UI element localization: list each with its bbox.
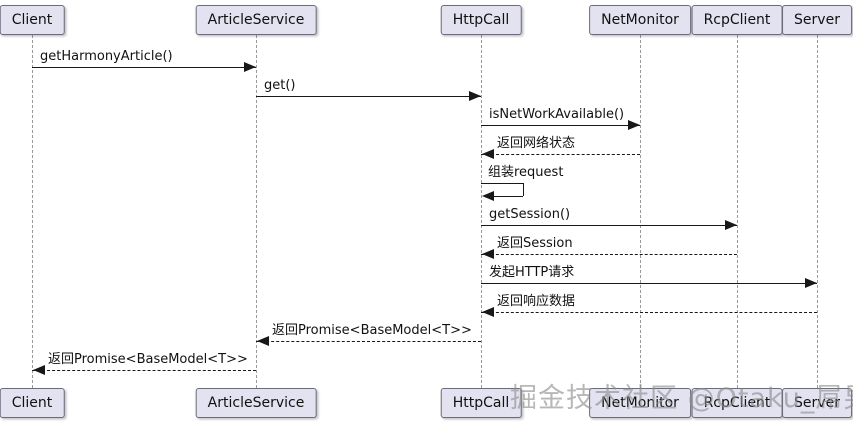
participant-top-server: Server: [782, 5, 852, 35]
message-line-0: [32, 67, 256, 68]
lifeline-client: [32, 35, 33, 388]
participant-bottom-httpcall: HttpCall: [440, 388, 522, 418]
message-line-5: [481, 225, 737, 226]
participant-top-httpcall: HttpCall: [440, 5, 522, 35]
participant-top-rcpclient: RcpClient: [691, 5, 783, 35]
message-arrowhead-9: [257, 336, 269, 346]
message-arrowhead-7: [805, 278, 817, 288]
message-label-7: 发起HTTP请求: [489, 265, 575, 280]
message-label-6: 返回Session: [497, 236, 573, 251]
message-label-2: isNetWorkAvailable(): [489, 107, 625, 122]
participant-top-netmonitor: NetMonitor: [589, 5, 691, 35]
lifeline-netmonitor: [640, 35, 641, 388]
message-arrowhead-0: [244, 62, 256, 72]
message-arrowhead-3: [482, 149, 494, 159]
message-arrowhead-5: [725, 220, 737, 230]
message-label-3: 返回网络状态: [497, 136, 576, 151]
self-message-side-4: [523, 183, 524, 196]
participant-top-client: Client: [0, 5, 65, 35]
message-line-7: [481, 283, 817, 284]
message-arrowhead-8: [482, 307, 494, 317]
self-message-arrowhead-4: [482, 191, 494, 201]
message-label-5: getSession(): [489, 207, 571, 222]
message-label-0: getHarmonyArticle(): [40, 49, 173, 64]
lifeline-articleservice: [256, 35, 257, 388]
lifeline-server: [817, 35, 818, 388]
participant-bottom-rcpclient: RcpClient: [691, 388, 783, 418]
message-arrowhead-10: [33, 365, 45, 375]
message-label-10: 返回Promise<BaseModel<T>>: [48, 352, 248, 367]
message-arrowhead-6: [482, 249, 494, 259]
message-line-8: [481, 312, 817, 313]
message-label-4: 组装request: [488, 165, 564, 180]
participant-top-articleservice: ArticleService: [195, 5, 317, 35]
participant-bottom-articleservice: ArticleService: [195, 388, 317, 418]
message-arrowhead-1: [469, 91, 481, 101]
message-line-9: [256, 341, 481, 342]
participant-bottom-server: Server: [782, 388, 852, 418]
message-line-1: [256, 96, 481, 97]
participant-bottom-client: Client: [0, 388, 65, 418]
juejin-watermark: 掘金技术社区 @Otaku_屌男: [510, 383, 853, 414]
message-line-6: [481, 254, 737, 255]
message-label-9: 返回Promise<BaseModel<T>>: [272, 323, 472, 338]
lifeline-rcpclient: [737, 35, 738, 388]
message-label-8: 返回响应数据: [497, 294, 576, 309]
message-arrowhead-2: [628, 120, 640, 130]
message-line-3: [481, 154, 640, 155]
participant-bottom-netmonitor: NetMonitor: [589, 388, 691, 418]
message-label-1: get(): [264, 78, 296, 93]
self-message-bottom-4: [492, 196, 523, 197]
message-line-10: [32, 370, 256, 371]
self-message-top-4: [481, 183, 523, 184]
message-line-2: [481, 125, 640, 126]
lifeline-httpcall: [481, 35, 482, 388]
